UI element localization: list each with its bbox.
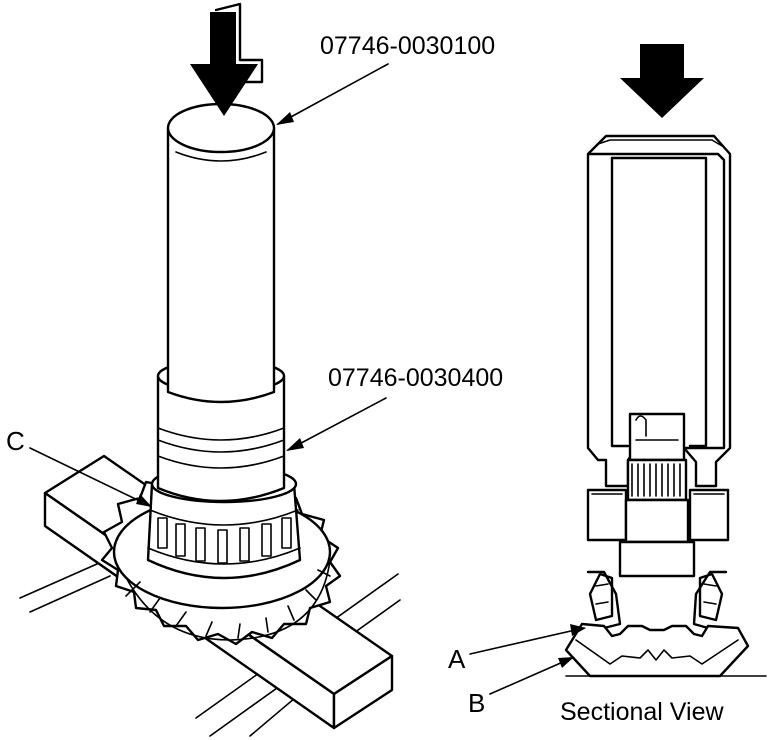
callout-c: C bbox=[6, 426, 25, 456]
leader-lines-left bbox=[29, 63, 389, 507]
press-arrow-left bbox=[190, 2, 264, 116]
bearing-section bbox=[586, 570, 728, 630]
gear-body-section bbox=[564, 622, 767, 678]
down-arrow-icon bbox=[190, 12, 258, 116]
bearing-rollers bbox=[157, 517, 292, 564]
leader-lines-right bbox=[469, 624, 586, 695]
left-assembly-illustration: 07746-0030100 07746-0030400 C bbox=[6, 2, 503, 737]
callout-a: A bbox=[448, 644, 466, 674]
callout-b: B bbox=[468, 688, 485, 718]
sectional-view-caption: Sectional View bbox=[560, 698, 724, 726]
part-number-upper: 07746-0030100 bbox=[320, 32, 495, 60]
part-number-lower: 07746-0030400 bbox=[328, 364, 503, 392]
shaft-section bbox=[618, 412, 696, 578]
driver-handle bbox=[166, 102, 276, 404]
sectional-view: A B Sectional View bbox=[448, 44, 767, 726]
down-arrow-icon bbox=[620, 44, 704, 118]
